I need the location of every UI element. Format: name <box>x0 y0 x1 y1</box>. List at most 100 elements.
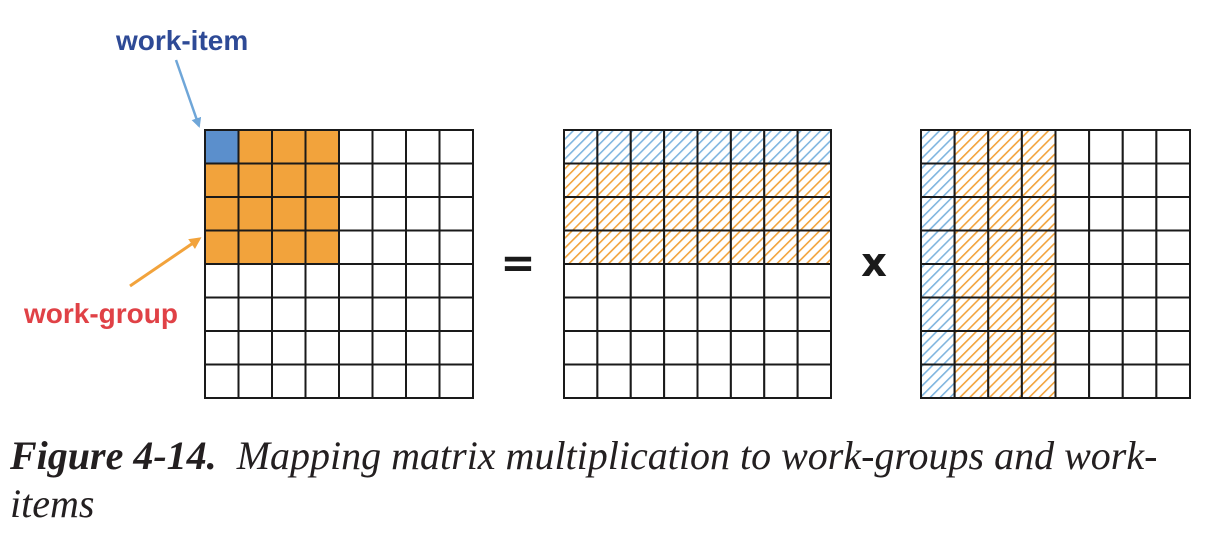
right-cell <box>1020 263 1057 299</box>
right-cell <box>920 263 956 299</box>
right-cell <box>953 330 990 366</box>
result-cell <box>438 196 474 232</box>
result-cell <box>338 229 374 265</box>
result-cell <box>271 263 307 299</box>
right-cell <box>920 129 956 165</box>
right-cell <box>1088 263 1124 299</box>
work-group-label: work-group <box>23 298 178 329</box>
right-cell <box>1054 330 1091 366</box>
right-cell <box>1020 162 1057 198</box>
left-cell <box>629 162 666 198</box>
left-cell <box>696 129 732 165</box>
result-cell <box>204 196 240 232</box>
left-cell <box>763 162 799 198</box>
right-cell <box>1020 296 1057 332</box>
right-cell <box>953 196 990 232</box>
left-cell <box>596 129 632 165</box>
right-cell <box>1155 229 1191 265</box>
left-cell <box>663 263 699 299</box>
right-cell <box>1054 196 1091 232</box>
left-cell <box>763 196 799 232</box>
result-cell <box>271 196 307 232</box>
left-cell <box>563 363 599 399</box>
result-cell <box>371 363 407 399</box>
result-cell <box>304 363 340 399</box>
left-cell <box>663 330 699 366</box>
left-cell <box>796 229 832 265</box>
right-cell <box>987 363 1023 399</box>
left-cell <box>696 162 732 198</box>
left-cell <box>796 330 832 366</box>
result-cell <box>438 296 474 332</box>
result-cell <box>304 263 340 299</box>
work-item-arrow <box>174 59 202 128</box>
result-cell <box>304 229 340 265</box>
right-cell <box>1155 196 1191 232</box>
right-cell <box>1155 162 1191 198</box>
left-cell <box>563 196 599 232</box>
right-cell <box>1121 229 1158 265</box>
right-cell <box>987 162 1023 198</box>
left-cell <box>729 196 766 232</box>
result-cell <box>371 330 407 366</box>
right-cell <box>920 229 956 265</box>
right-cell <box>1088 196 1124 232</box>
times-sign: x <box>861 240 887 286</box>
result-cell <box>438 263 474 299</box>
result-cell <box>204 363 240 399</box>
right-cell <box>920 196 956 232</box>
result-cell <box>237 263 273 299</box>
result-cell <box>271 296 307 332</box>
right-cell <box>987 296 1023 332</box>
matrix-multiplication-diagram: = x work-item work-group <box>23 25 1191 399</box>
right-cell <box>1088 330 1124 366</box>
right-cell <box>953 162 990 198</box>
right-cell <box>1054 263 1091 299</box>
result-cell <box>204 129 240 165</box>
result-cell <box>338 263 374 299</box>
right-cell <box>1088 363 1124 399</box>
result-cell <box>204 263 240 299</box>
right-cell <box>987 196 1023 232</box>
left-cell <box>596 363 632 399</box>
left-cell <box>563 229 599 265</box>
left-cell <box>663 129 699 165</box>
result-cell <box>438 129 474 165</box>
right-cell <box>1155 363 1191 399</box>
figure-label: Figure 4-14. <box>10 433 217 478</box>
left-cell <box>796 196 832 232</box>
left-cell <box>796 162 832 198</box>
result-cell <box>271 162 307 198</box>
left-cell <box>629 229 666 265</box>
left-cell <box>563 162 599 198</box>
right-cell <box>1155 330 1191 366</box>
left-cell <box>729 330 766 366</box>
right-cell <box>920 330 956 366</box>
right-cell <box>1121 363 1158 399</box>
left-cell <box>729 162 766 198</box>
result-cell <box>371 229 407 265</box>
result-matrix <box>204 129 474 399</box>
left-cell <box>563 129 599 165</box>
work-item-label: work-item <box>115 25 248 56</box>
left-cell <box>663 363 699 399</box>
right-cell <box>1020 196 1057 232</box>
result-cell <box>338 363 374 399</box>
left-cell <box>729 229 766 265</box>
result-cell <box>271 129 307 165</box>
left-cell <box>696 229 732 265</box>
left-cell <box>763 129 799 165</box>
left-cell <box>629 263 666 299</box>
result-cell <box>438 363 474 399</box>
result-cell <box>371 263 407 299</box>
result-cell <box>204 162 240 198</box>
left-cell <box>763 330 799 366</box>
result-cell <box>204 229 240 265</box>
result-cell <box>405 162 441 198</box>
right-cell <box>1088 129 1124 165</box>
left-cell <box>663 296 699 332</box>
result-cell <box>438 330 474 366</box>
right-cell <box>1020 330 1057 366</box>
right-cell <box>1054 363 1091 399</box>
left-cell <box>729 296 766 332</box>
